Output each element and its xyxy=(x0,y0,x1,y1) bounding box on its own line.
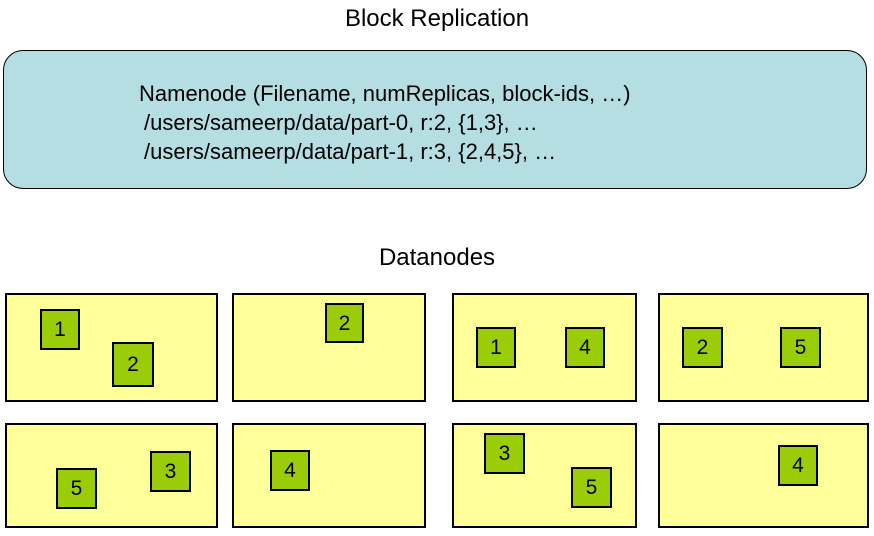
datanode-6: 4 xyxy=(232,423,426,528)
datanodes-section-label: Datanodes xyxy=(378,244,496,271)
block-square: 2 xyxy=(682,327,723,368)
block-square: 5 xyxy=(56,468,97,509)
namenode-line-1: Namenode (Filename, numReplicas, block-i… xyxy=(139,81,631,106)
block-square: 3 xyxy=(150,451,191,492)
datanode-8: 4 xyxy=(658,423,869,528)
block-square: 3 xyxy=(484,433,525,474)
block-square: 5 xyxy=(571,467,612,508)
namenode-panel: Namenode (Filename, numReplicas, block-i… xyxy=(3,50,867,189)
block-square: 4 xyxy=(565,327,605,368)
namenode-metadata-text: Namenode (Filename, numReplicas, block-i… xyxy=(139,79,631,166)
page-title: Block Replication xyxy=(344,5,530,32)
block-square: 4 xyxy=(270,450,310,491)
datanode-2: 2 xyxy=(232,293,426,402)
block-square: 5 xyxy=(780,327,821,368)
block-square: 2 xyxy=(112,342,154,387)
block-square: 2 xyxy=(325,303,364,343)
namenode-line-3: /users/sameerp/data/part-1, r:3, {2,4,5}… xyxy=(144,139,557,164)
block-square: 1 xyxy=(476,327,516,368)
block-square: 4 xyxy=(778,445,818,486)
block-square: 1 xyxy=(40,309,80,350)
namenode-line-2: /users/sameerp/data/part-0, r:2, {1,3}, … xyxy=(144,110,538,135)
